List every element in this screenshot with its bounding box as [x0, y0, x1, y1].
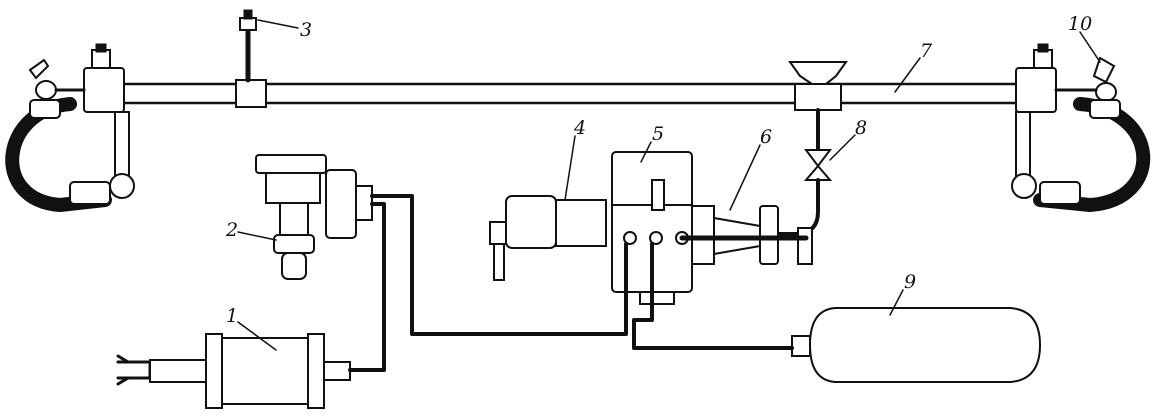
callout-label: 4	[573, 117, 586, 139]
right-end-cock-10	[1011, 43, 1117, 199]
callout-label: 1	[226, 305, 238, 327]
callout-leaders	[237, 19, 1101, 351]
connecting-pipes	[348, 194, 794, 372]
right-brake-hose	[1033, 97, 1151, 212]
left-brake-hose	[5, 97, 112, 212]
callout-numbers: 2 1 3 4 5 6 7 8 9 10	[225, 13, 1092, 327]
strainer-funnel	[788, 61, 848, 162]
callout-label: 6	[760, 126, 772, 148]
component-6-connector	[679, 205, 813, 265]
callout-label: 7	[920, 40, 933, 62]
component-5-distributor	[611, 151, 693, 305]
callout-label: 8	[855, 117, 867, 139]
component-2-valve	[255, 154, 373, 280]
pipe-tee-left	[235, 27, 267, 108]
main-brake-pipe	[123, 82, 1022, 105]
callout-label: 5	[652, 123, 664, 145]
component-4	[489, 195, 607, 281]
callout-label: 10	[1068, 13, 1092, 35]
valve-3	[239, 9, 257, 31]
callout-label: 3	[300, 19, 312, 41]
callout-label: 9	[904, 271, 916, 293]
left-end-cock	[28, 43, 135, 199]
air-reservoir-9	[791, 307, 1042, 383]
callout-label: 2	[225, 219, 238, 241]
component-1-cylinder	[116, 333, 351, 409]
